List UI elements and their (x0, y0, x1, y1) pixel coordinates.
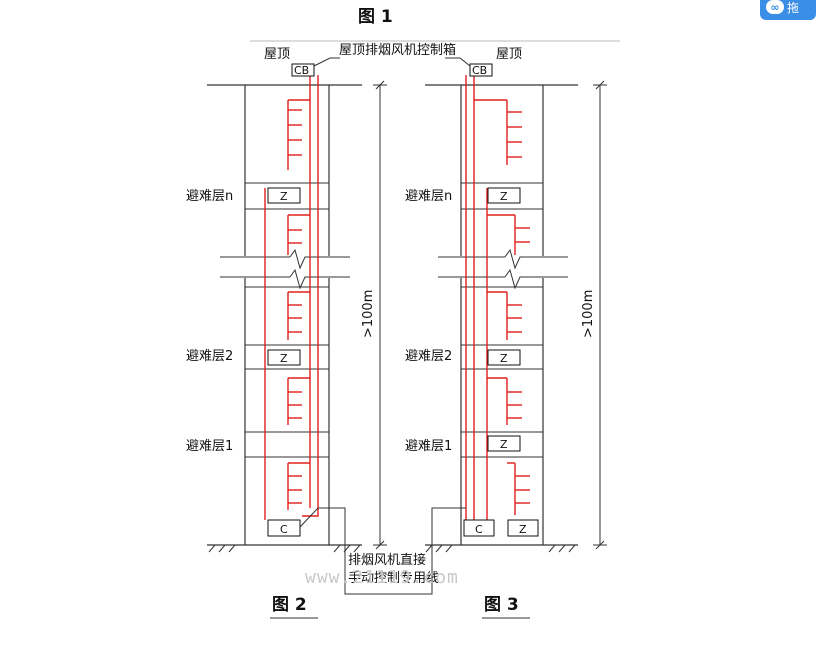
control-box-leaders (313, 57, 471, 67)
left-refuge-floor-1: 避难层1 (186, 439, 233, 454)
left-refuge-floor-2: 避难层2 (186, 349, 233, 364)
figure-left-caption: 图 2 (272, 595, 307, 615)
left-z-box-n: Z (280, 190, 288, 203)
left-roof-label: 屋顶 (264, 47, 290, 62)
right-z-box-1: Z (500, 438, 508, 451)
direct-line-label-2: 手动控制专用线 (348, 571, 439, 586)
left-building (207, 63, 362, 553)
right-c-box: C (475, 523, 483, 536)
left-refuge-floor-n: 避难层n (186, 189, 233, 204)
figure-right-caption: 图 3 (484, 595, 519, 615)
roof-control-box-label: 屋顶排烟风机控制箱 (339, 42, 456, 58)
right-refuge-floor-2: 避难层2 (405, 349, 452, 364)
right-cb-box: CB (472, 64, 487, 77)
right-refuge-floor-n: 避难层n (405, 189, 452, 204)
right-z-box-ground: Z (519, 523, 527, 536)
figure-top-caption: 图 1 (358, 7, 393, 27)
left-cb-box: CB (294, 64, 309, 77)
watermark-text: www.21119.com (305, 567, 459, 588)
right-refuge-floor-1: 避难层1 (405, 439, 452, 454)
right-dimension-line (593, 80, 607, 550)
right-z-box-n: Z (500, 190, 508, 203)
corner-share-button[interactable]: ∞ 拖 (760, 0, 816, 20)
right-building (425, 63, 578, 553)
direct-control-line (299, 507, 466, 595)
direct-line-label-1: 排烟风机直接 (348, 552, 426, 568)
left-z-box-2: Z (280, 352, 288, 365)
right-roof-label: 屋顶 (496, 47, 522, 62)
left-c-box: C (280, 523, 288, 536)
left-dimension-line (373, 80, 387, 550)
right-height-label: >100m (581, 290, 596, 338)
right-z-box-2: Z (500, 352, 508, 365)
link-icon: ∞ (766, 0, 784, 14)
left-height-label: >100m (361, 290, 376, 338)
corner-button-text: 拖 (787, 0, 800, 15)
